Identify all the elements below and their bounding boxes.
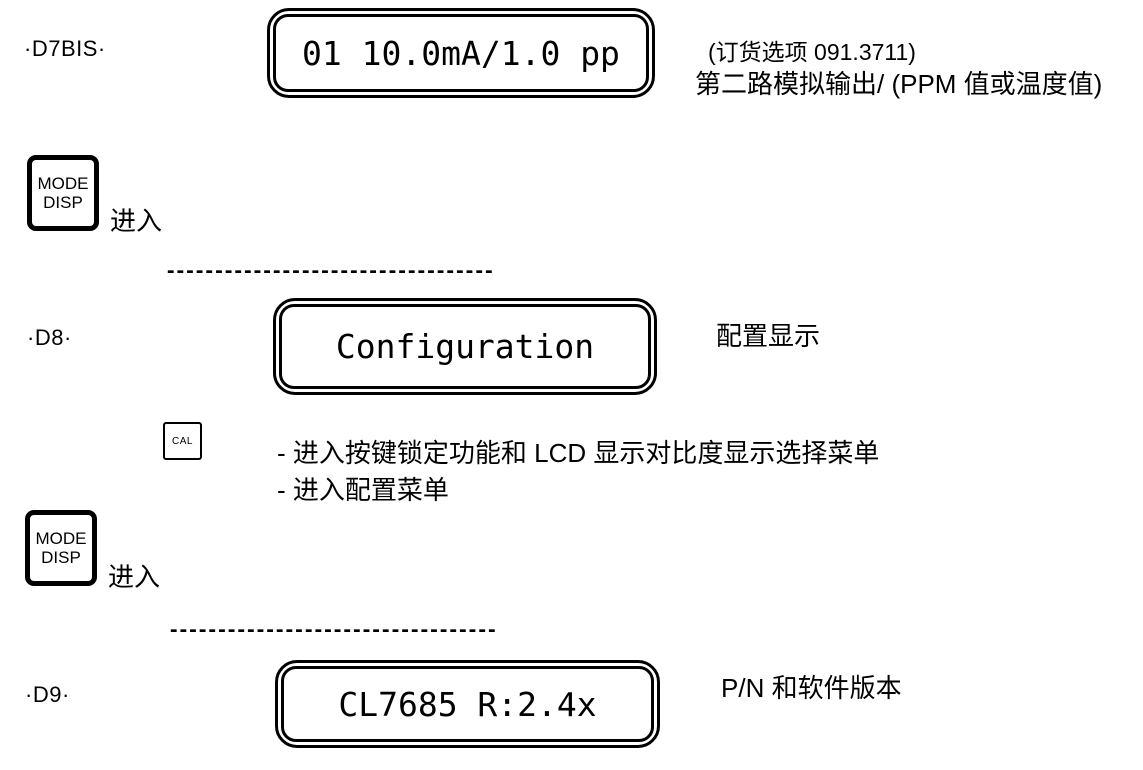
lcd-text-d9: CL7685 R:2.4x [338,684,597,724]
lcd-display-d9-frame: CL7685 R:2.4x [281,666,654,742]
lcd-display-d9: CL7685 R:2.4x [275,660,660,748]
cal-note-line1: - 进入按键锁定功能和 LCD 显示对比度显示选择菜单 [277,438,880,468]
step-label-d9: ·D9· [25,682,70,707]
dashed-divider-1: ---------------------------------- [165,260,495,282]
lcd-text-d8: Configuration [335,327,595,366]
mode-disp-key-2-line2: DISP [41,548,81,567]
note-d7bis-description: 第二路模拟输出/ (PPM 值或温度值) [695,69,1103,99]
lcd-display-d8: Configuration [273,298,657,395]
cal-key: CAL [163,422,202,460]
lcd-display-d7bis: 01 10.0mA/1.0 pp [267,8,655,98]
step-label-d7bis: ·D7BIS· [24,36,106,61]
mode-disp-key-2-line1: MODE [35,529,87,548]
mode-disp-key-2: MODE DISP [25,510,97,586]
note-d9-description: P/N 和软件版本 [721,673,902,703]
cal-key-label: CAL [172,435,193,447]
enter-label-1: 进入 [110,206,163,236]
mode-disp-key-1-line2: DISP [43,193,83,212]
mode-disp-key-1-line1: MODE [37,174,89,193]
note-d7bis-order-option: (订货选项 091.3711) [708,39,916,65]
lcd-text-d7bis: 01 10.0mA/1.0 pp [302,33,620,73]
note-d8-description: 配置显示 [716,321,821,351]
lcd-display-d7bis-frame: 01 10.0mA/1.0 pp [273,14,649,92]
cal-note-line2: - 进入配置菜单 [277,475,449,505]
mode-disp-key-1: MODE DISP [27,155,99,231]
dashed-divider-2: ---------------------------------- [168,619,498,641]
enter-label-2: 进入 [108,562,161,592]
lcd-display-d8-frame: Configuration [279,304,651,389]
step-label-d8: ·D8· [27,325,72,350]
